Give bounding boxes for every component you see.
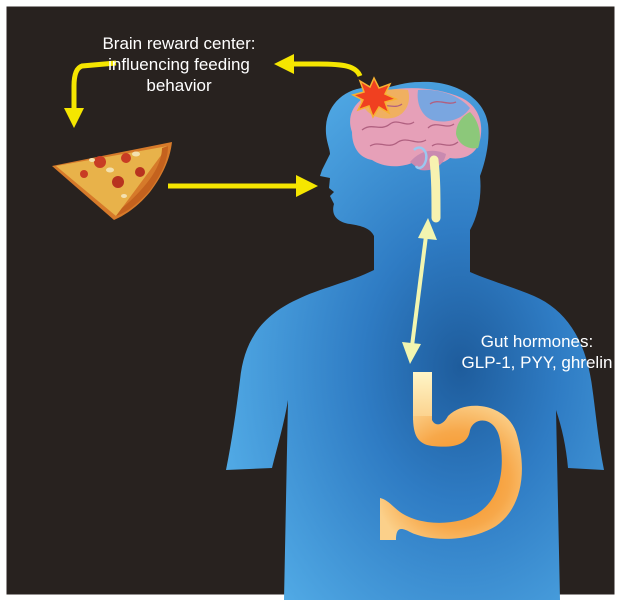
nerve-pathway	[434, 160, 436, 218]
brain-reward-line-2: influencing feeding	[64, 54, 294, 75]
gut-hormones-label: Gut hormones: GLP-1, PYY, ghrelin	[452, 331, 621, 373]
brain-reward-label: Brain reward center: influencing feeding…	[64, 33, 294, 96]
gut-hormones-line-2: GLP-1, PYY, ghrelin	[452, 352, 621, 373]
brain-reward-line-3: behavior	[64, 75, 294, 96]
brain-reward-line-1: Brain reward center:	[64, 33, 294, 54]
gut-hormones-line-1: Gut hormones:	[452, 331, 621, 352]
